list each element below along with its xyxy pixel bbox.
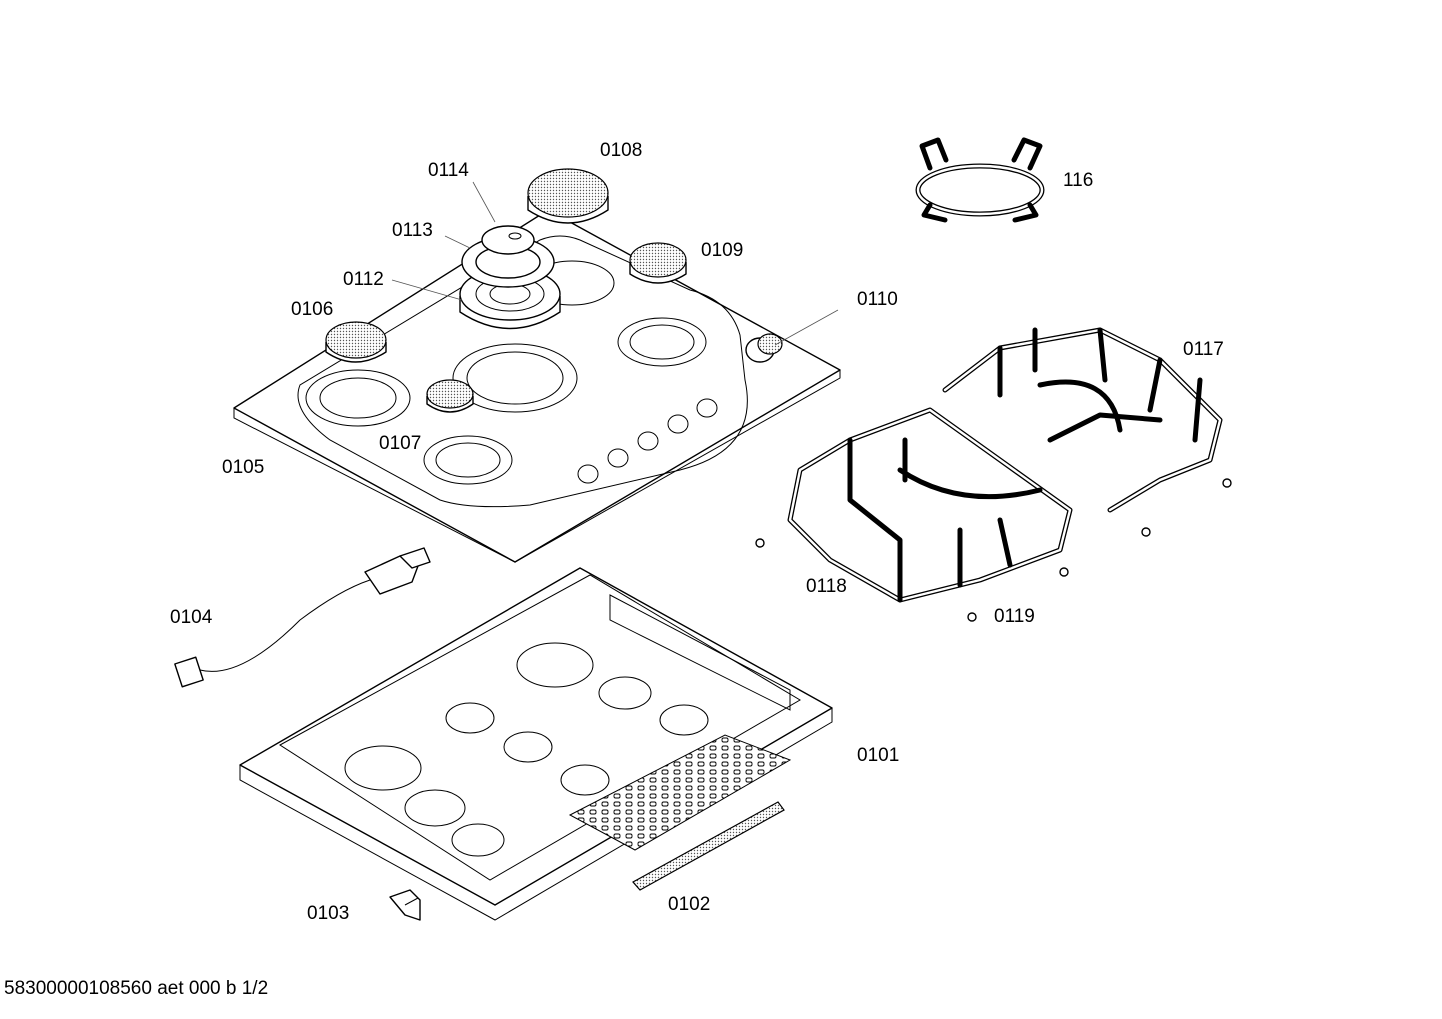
wok-ring-support — [915, 137, 1045, 223]
label-0105: 0105 — [222, 457, 264, 478]
label-0108: 0108 — [600, 140, 642, 161]
burner-cap-0109 — [629, 242, 687, 284]
label-0113: 0113 — [392, 220, 433, 241]
label-0103: 0103 — [307, 903, 349, 924]
label-116: 116 — [1063, 170, 1093, 191]
label-0104: 0104 — [170, 607, 213, 628]
label-0110: 0110 — [857, 289, 898, 310]
screw-set — [755, 478, 1232, 622]
pan-support-left — [787, 407, 1073, 603]
control-knob — [745, 333, 783, 363]
label-0112: 0112 — [343, 269, 384, 290]
label-0118: 0118 — [806, 576, 847, 597]
label-0119: 0119 — [994, 606, 1035, 627]
label-0114: 0114 — [428, 160, 469, 181]
fixing-clip — [389, 889, 421, 921]
pan-support-right — [942, 327, 1223, 513]
burner-cap-0108 — [527, 168, 609, 224]
label-0101: 0101 — [857, 745, 899, 766]
mains-cable — [174, 547, 431, 688]
callout-labels: 0108 0114 0113 0109 0112 0110 0106 0107 … — [170, 140, 1224, 924]
label-0117: 0117 — [1183, 339, 1224, 360]
hob-top-plate — [233, 209, 841, 563]
label-0109: 0109 — [701, 240, 743, 261]
document-code: 58300000108560 aet 000 b 1/2 — [4, 978, 269, 999]
hob-bottom-tray — [239, 567, 833, 921]
label-0102: 0102 — [668, 894, 710, 915]
label-0106: 0106 — [291, 299, 333, 320]
wok-burner-assembly — [459, 225, 561, 330]
leader-lines — [391, 181, 839, 346]
burner-cap-0107 — [426, 379, 474, 413]
burner-cap-0106 — [325, 321, 387, 363]
label-0107: 0107 — [379, 433, 421, 454]
seal-strip — [632, 801, 785, 891]
